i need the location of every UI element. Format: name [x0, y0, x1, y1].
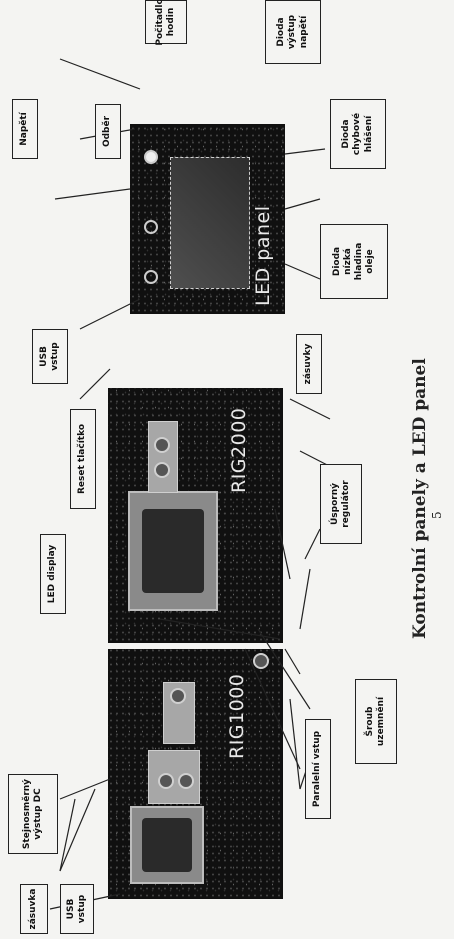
label-zasuvka: zásuvka [20, 884, 48, 934]
label-usb-vstup-1: USB vstup [60, 884, 94, 934]
label-dioda-nizka-hladina-oleje: Dioda nízká hladina oleje [320, 224, 388, 299]
label-zasuvky: zásuvky [296, 334, 322, 394]
label-usb-vstup-2: USB vstup [32, 329, 68, 384]
label-dioda-vystup-napeti: Dioda výstup napětí [265, 0, 321, 64]
label-sroub-uzemneni: Šroub uzemnění [355, 679, 397, 764]
label-pocitadlo-hodin: Počitadlo hodin [145, 0, 187, 46]
label-paralelni-vstup: Paralelní vstup [305, 719, 331, 819]
label-stejnosmerny-vystup: Stejnosměrný výstup DC [8, 774, 58, 854]
label-led-display: LED display [40, 534, 66, 614]
label-dioda-chybove-hlaseni: Dioda chybové hlášení [330, 99, 386, 169]
label-odber: Odběr [95, 104, 121, 159]
label-reset-tlacitko: Reset tlačítko [70, 409, 96, 509]
label-napeti: Napětí [12, 99, 38, 159]
label-usporny-regulator: Úsporný regulátor [320, 464, 362, 544]
